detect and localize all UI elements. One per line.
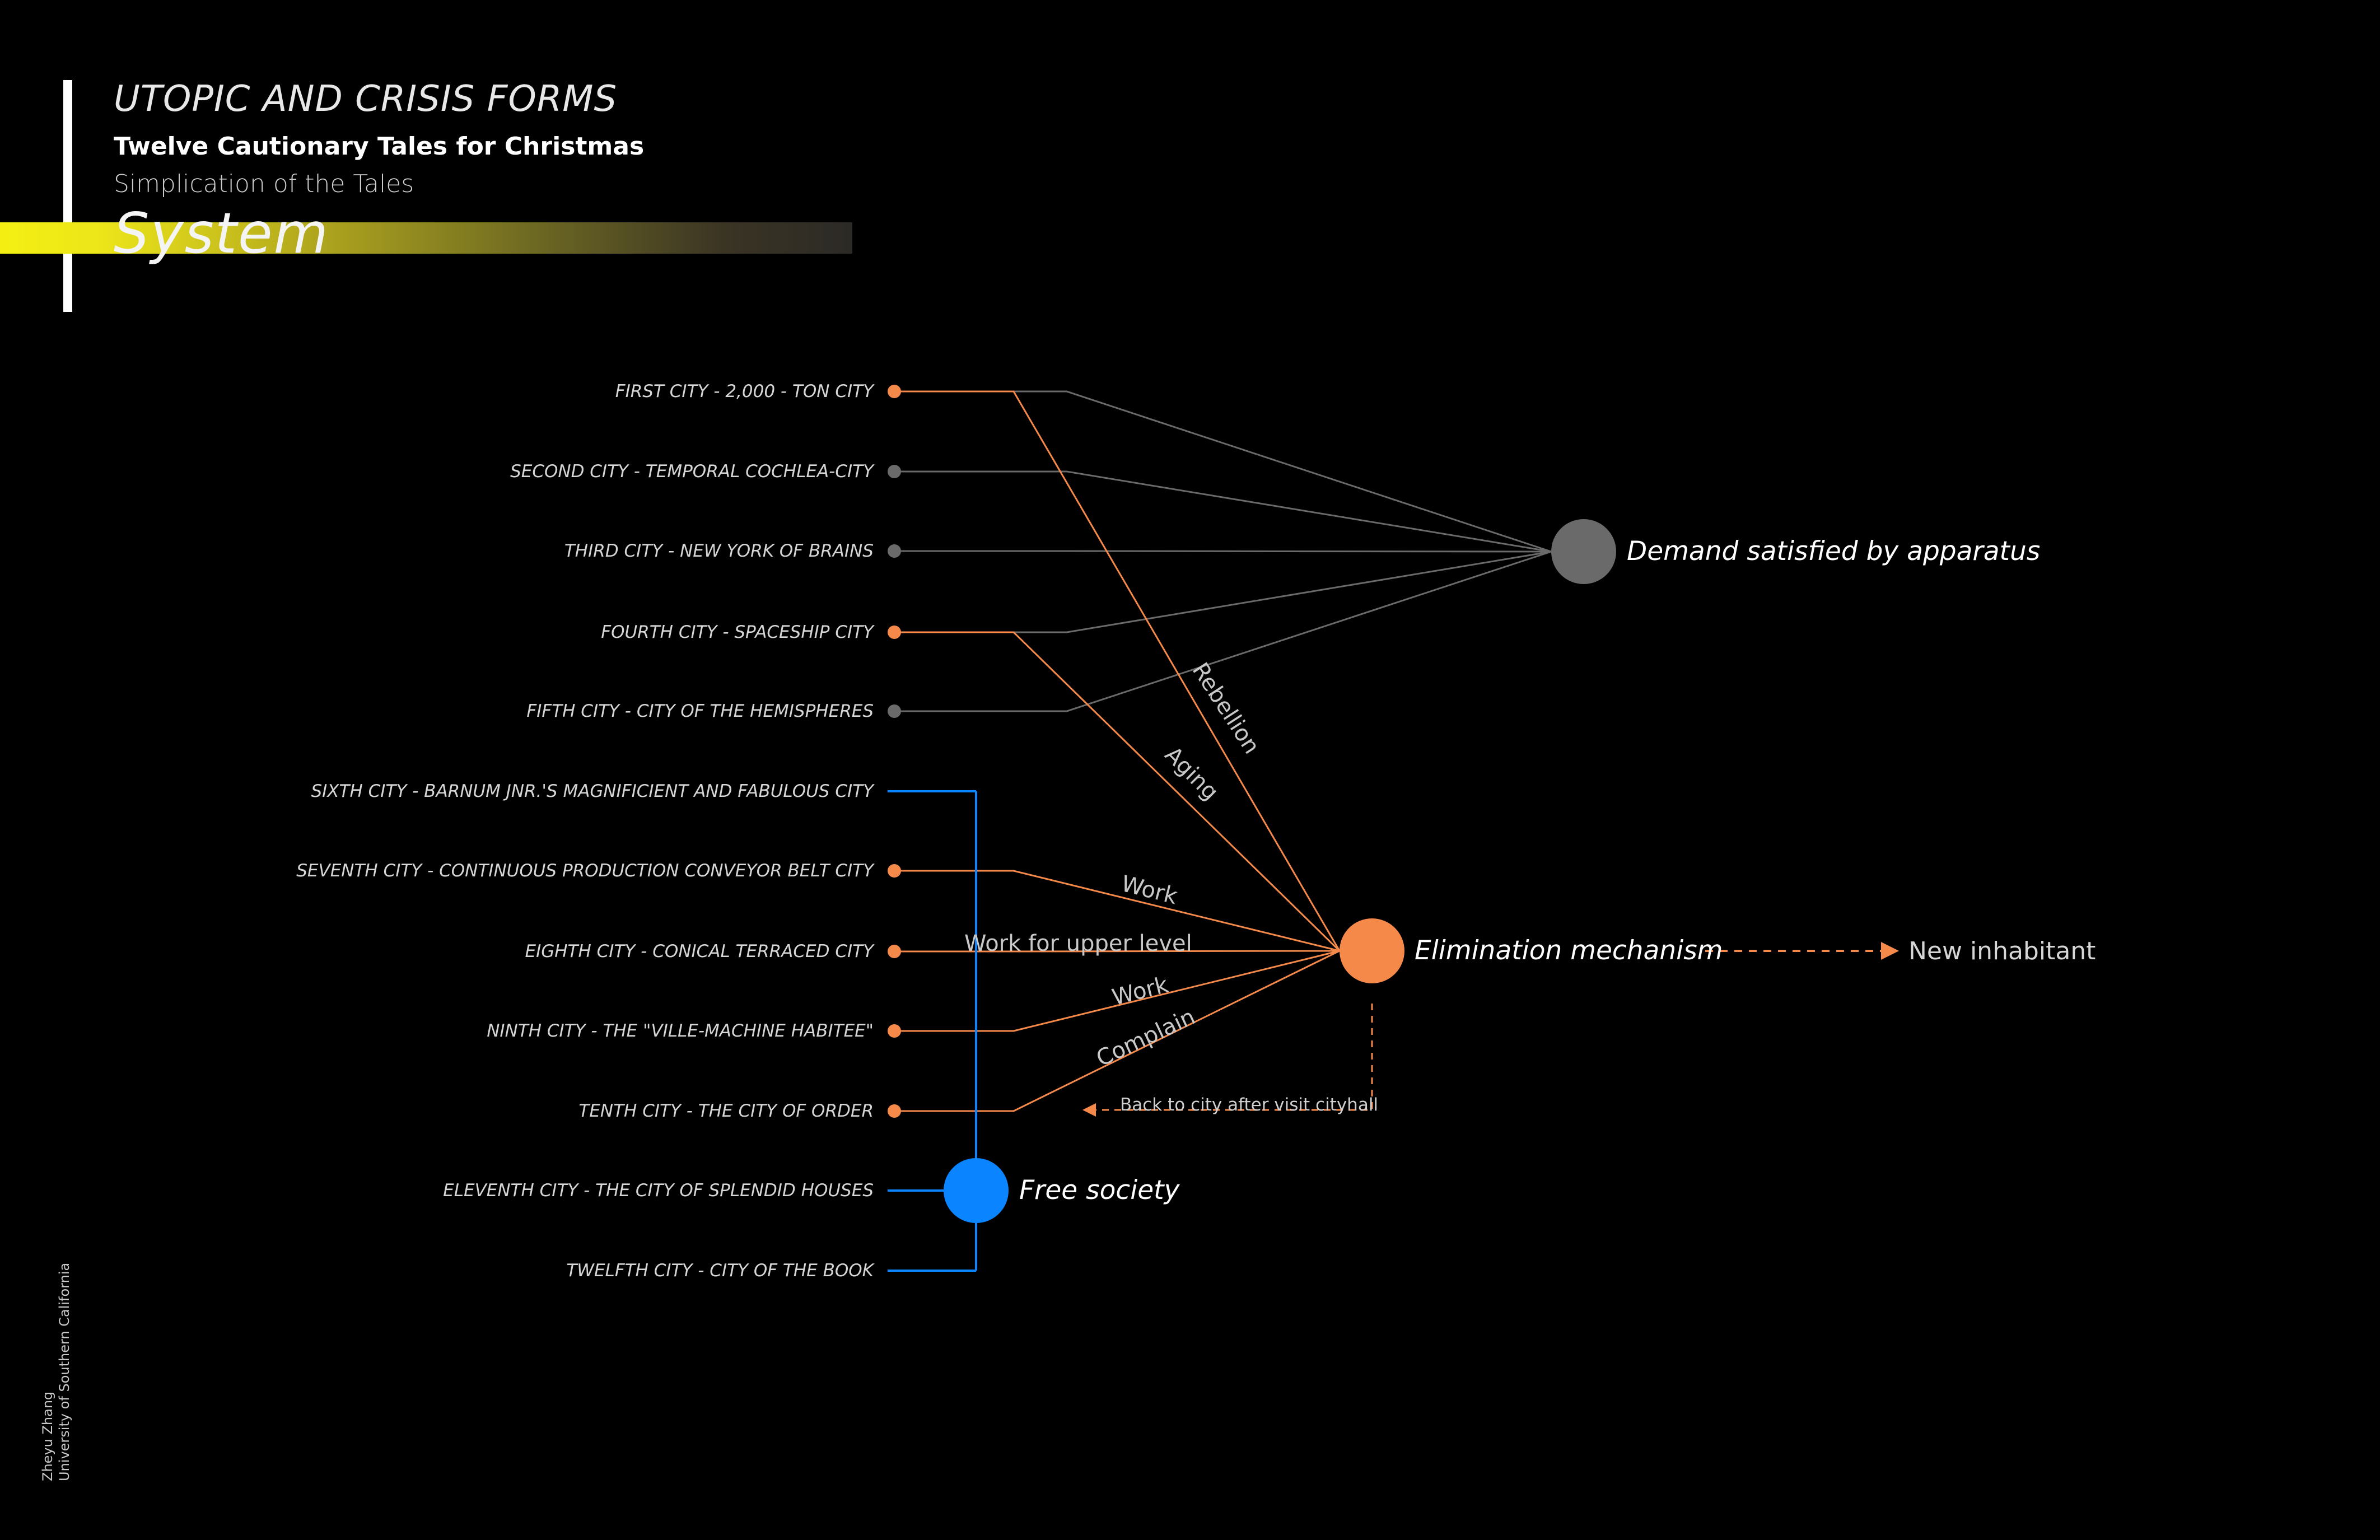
demand-node-label: Demand satisfied by apparatus — [1627, 536, 2040, 567]
city-labels: FIRST CITY - 2,000 - TON CITY SECOND CIT… — [296, 381, 875, 1281]
city-label-6: SIXTH CITY - BARNUM JNR.'S MAGNIFICIENT … — [311, 781, 875, 801]
page-title: UTOPIC AND CRISIS FORMS — [114, 78, 618, 120]
city-dot-8 — [888, 945, 901, 958]
city-label-2: SECOND CITY - TEMPORAL COCHLEA-CITY — [510, 461, 875, 482]
new-inhabitant-label: New inhabitant — [1908, 937, 2096, 965]
city-label-3: THIRD CITY - NEW YORK OF BRAINS — [564, 541, 874, 561]
city-dot-7 — [888, 864, 901, 878]
city-dot-3 — [888, 544, 901, 558]
edge-label-back-to-city: Back to city after visit cityhall — [1120, 1095, 1378, 1115]
edge-label-complain: Complain — [1093, 1004, 1200, 1072]
city-dot-4 — [888, 626, 901, 639]
elimination-edges — [894, 390, 1341, 1112]
edge-label-work-ninth: Work — [1109, 972, 1171, 1010]
elimination-node — [1340, 918, 1404, 983]
city-label-7: SEVENTH CITY - CONTINUOUS PRODUCTION CON… — [296, 861, 875, 881]
page-subheading: Simplication of the Tales — [114, 170, 414, 198]
city-dot-5 — [888, 704, 901, 718]
elimination-edge-4 — [894, 631, 1341, 952]
city-label-4: FOURTH CITY - SPACESHIP CITY — [601, 622, 875, 642]
free-society-node — [944, 1158, 1009, 1223]
city-dot-9 — [888, 1024, 901, 1038]
city-dot-2 — [888, 465, 901, 478]
demand-node — [1551, 519, 1616, 584]
demand-edge-4 — [894, 550, 1552, 633]
elimination-edge-10 — [894, 950, 1340, 1112]
edge-label-work-upper: Work for upper level — [964, 931, 1192, 956]
city-dots — [888, 385, 901, 1118]
free-society-node-label: Free society — [1019, 1175, 1180, 1206]
edge-label-aging: Aging — [1160, 742, 1224, 806]
elimination-edge-1 — [894, 390, 1341, 951]
page-subtitle: Twelve Cautionary Tales for Christmas — [114, 132, 645, 161]
demand-edge-2 — [894, 470, 1552, 553]
elimination-node-label: Elimination mechanism — [1415, 935, 1723, 966]
demand-edge-3 — [894, 550, 1552, 553]
city-dot-10 — [888, 1104, 901, 1118]
city-label-8: EIGHTH CITY - CONICAL TERRACED CITY — [525, 941, 875, 962]
city-label-12: TWELFTH CITY - CITY OF THE BOOK — [566, 1261, 875, 1281]
elimination-edge-9 — [894, 950, 1340, 1032]
header-accent-bar — [63, 80, 72, 312]
section-title: System — [114, 200, 329, 266]
elimination-edge-7 — [894, 870, 1340, 952]
city-label-1: FIRST CITY - 2,000 - TON CITY — [615, 381, 875, 402]
city-dot-1 — [888, 385, 901, 398]
city-label-10: TENTH CITY - THE CITY OF ORDER — [578, 1101, 874, 1121]
city-label-5: FIFTH CITY - CITY OF THE HEMISPHERES — [526, 701, 874, 721]
city-label-9: NINTH CITY - THE "VILLE-MACHINE HABITEE" — [487, 1021, 874, 1041]
demand-edge-5 — [894, 550, 1552, 712]
city-label-11: ELEVENTH CITY - THE CITY OF SPLENDID HOU… — [443, 1180, 874, 1201]
section-gradient-band — [0, 222, 852, 254]
demand-edges — [894, 390, 1552, 712]
